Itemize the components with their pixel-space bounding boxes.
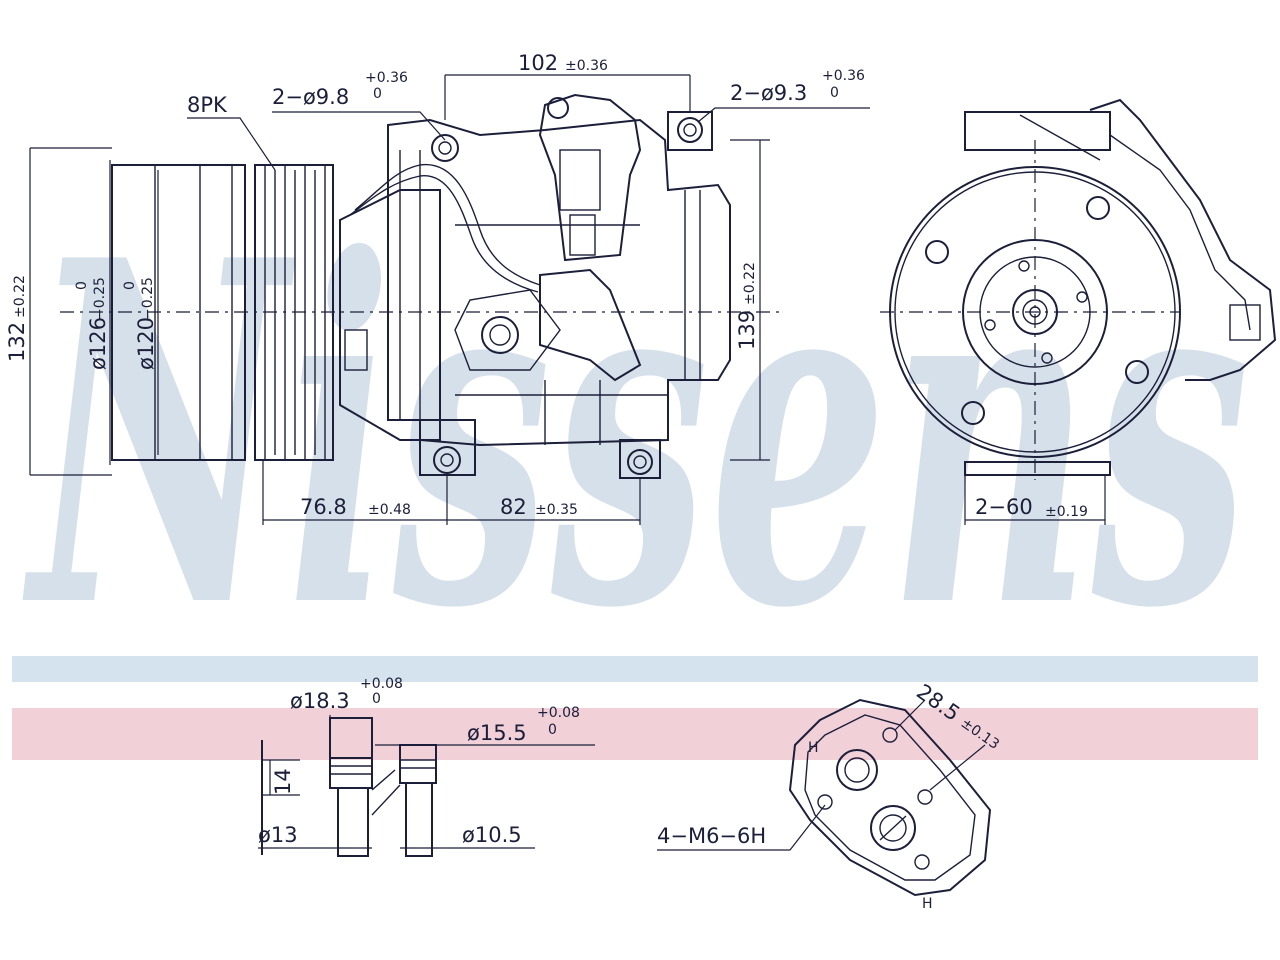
- label-thread: 4−M6−6H: [657, 824, 766, 848]
- label-dia-126: ø126: [86, 317, 110, 370]
- label-hole-left-tol-lo: 0: [373, 86, 382, 102]
- label-bottom-right: 82: [500, 495, 527, 519]
- label-dia-120-tol-up: 0: [122, 281, 138, 290]
- blue-band: [12, 656, 1258, 682]
- compressor-side-view: [60, 93, 780, 479]
- label-port-13: ø13: [258, 823, 298, 847]
- label-top-width: 102: [518, 51, 558, 75]
- label-hole-left: 2−ø9.8: [272, 85, 349, 109]
- label-port-10: ø10.5: [462, 823, 522, 847]
- label-port-18: ø18.3: [290, 689, 350, 713]
- label-dia-120-tol: −0.25: [140, 277, 156, 320]
- label-port-18-tol-up: +0.08: [360, 676, 403, 692]
- label-dia-120: ø120: [134, 317, 158, 370]
- label-hole-left-tol-up: +0.36: [365, 70, 408, 86]
- label-dia-126-tol-up: 0: [74, 281, 90, 290]
- compressor-front-view: [880, 98, 1277, 480]
- label-bottom-left-tol: ±0.48: [368, 502, 411, 518]
- label-flange-h1: H: [808, 740, 819, 756]
- label-dia-126-tol: −0.25: [92, 277, 108, 320]
- label-side-width: 2−60: [975, 495, 1033, 519]
- label-bottom-right-tol: ±0.35: [535, 502, 578, 518]
- front-view-dimensions: 2−60 ±0.19: [964, 475, 1106, 525]
- label-port-15: ø15.5: [467, 721, 527, 745]
- pulley-grooves: [254, 164, 334, 461]
- label-height-right: 139: [735, 310, 759, 350]
- label-port-15-tol-up: +0.08: [537, 705, 580, 721]
- label-hole-right: 2−ø9.3: [730, 81, 807, 105]
- label-height-right-tol: ±0.22: [742, 262, 758, 305]
- label-height-left: 132: [5, 322, 29, 362]
- label-port-15-tol-lo: 0: [548, 722, 557, 738]
- label-8pk: 8PK: [187, 93, 228, 117]
- label-height-left-tol: ±0.22: [12, 275, 28, 318]
- label-top-width-tol: ±0.36: [565, 58, 608, 74]
- label-flange-h2: H: [922, 896, 933, 912]
- port-detail-view: [261, 717, 437, 857]
- nissens-watermark: Nissens: [21, 159, 1250, 711]
- label-bottom-left: 76.8: [300, 495, 347, 519]
- label-hole-right-tol-lo: 0: [830, 85, 839, 101]
- label-side-width-tol: ±0.19: [1045, 504, 1088, 520]
- red-band: [12, 708, 1258, 760]
- side-view-dimensions: 8PK 2−ø9.8 +0.36 0 102 ±0.36 2−ø9.3 +0.3…: [5, 51, 870, 525]
- label-hole-right-tol-up: +0.36: [822, 68, 865, 84]
- label-port-14: 14: [271, 768, 295, 795]
- port-detail-dimensions: ø18.3 +0.08 0 ø15.5 +0.08 0 14 ø13 ø10.5: [258, 676, 595, 849]
- label-port-18-tol-lo: 0: [372, 691, 381, 707]
